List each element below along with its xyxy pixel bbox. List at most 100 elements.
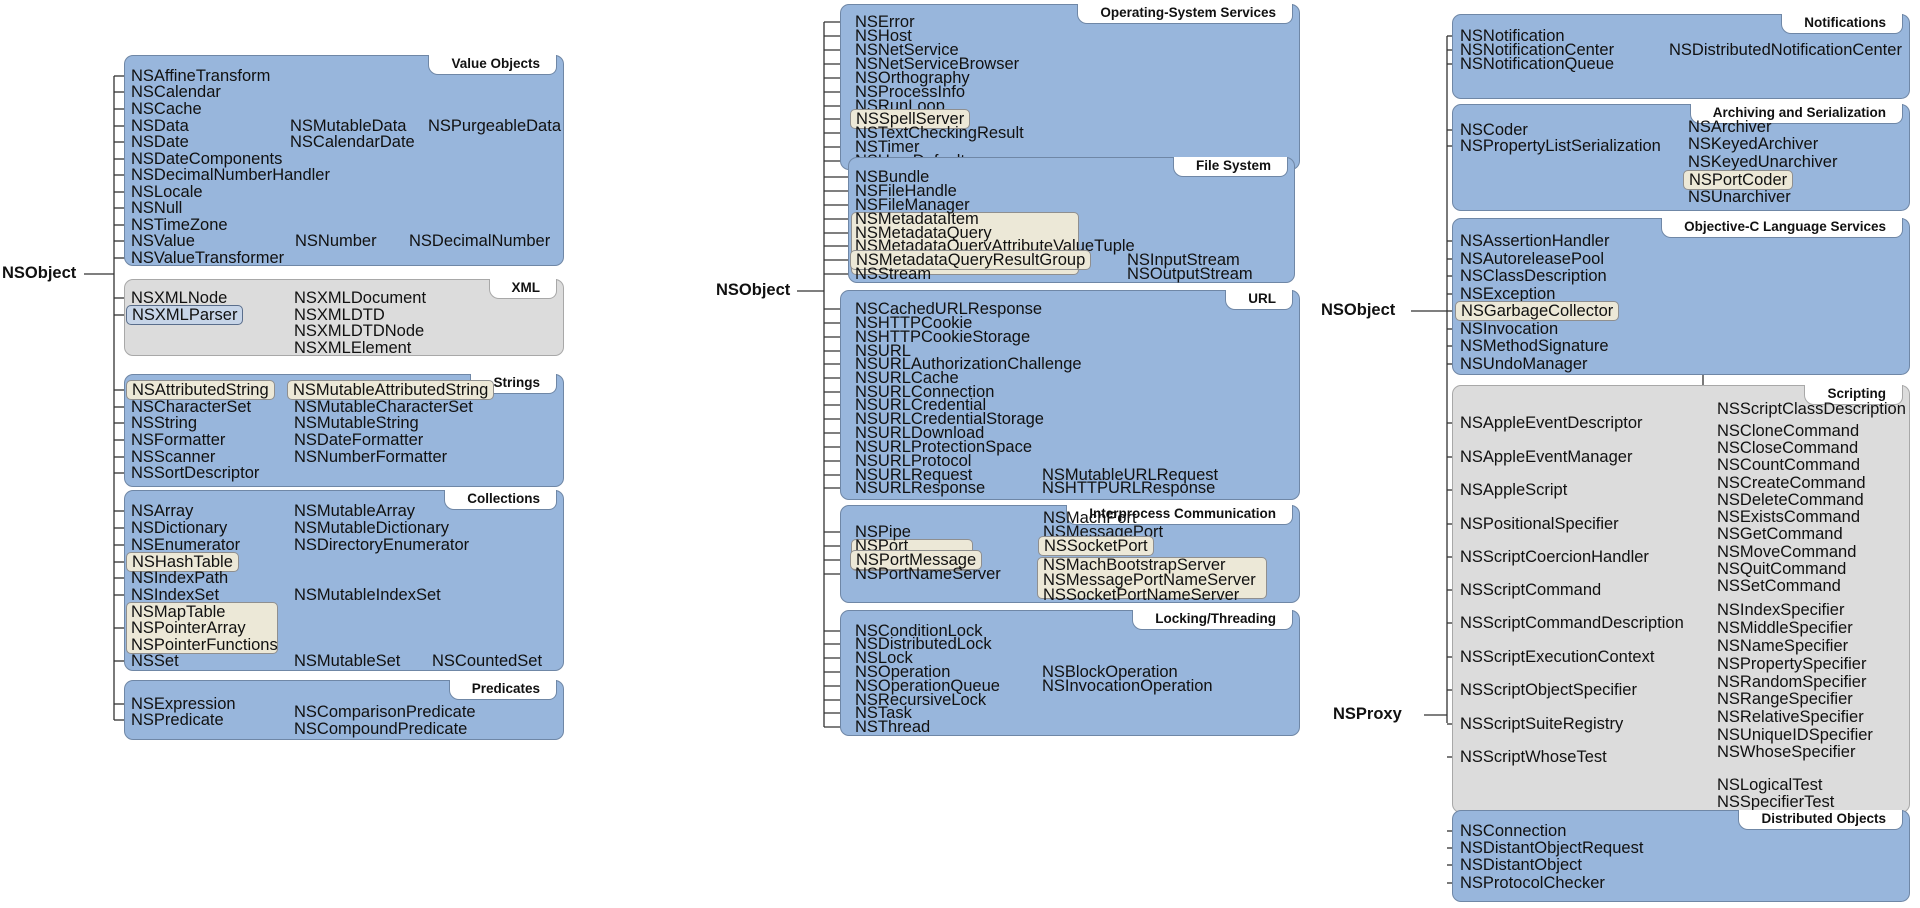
class-label: NSPortNameServer [855, 565, 1001, 583]
class-label: NSData [131, 117, 189, 135]
class-label: NSURLAuthorizationChallenge [855, 355, 1082, 373]
nsobject-root: NSObject [1321, 301, 1396, 319]
class-label: NSPropertyListSerialization [1460, 137, 1661, 155]
class-label: NSFileManager [855, 196, 970, 214]
class-label: NSThread [855, 718, 931, 736]
class-label: NSUniqueIDSpecifier [1717, 726, 1873, 744]
class-label: NSRecursiveLock [855, 691, 987, 709]
class-label: NSPortCoder [1683, 170, 1794, 190]
class-label: NSScanner [131, 448, 216, 466]
class-label: NSURL [855, 342, 911, 360]
highlight-group [126, 602, 278, 654]
class-label: NSDateFormatter [294, 431, 424, 449]
class-label: NSMetadataQuery [855, 224, 992, 242]
class-label: NSURLConnection [855, 383, 995, 401]
class-label: NSDecimalNumberHandler [131, 166, 330, 184]
class-label: NSCreateCommand [1717, 474, 1866, 492]
class-label: NSMutableDictionary [294, 519, 449, 537]
class-label: NSIndexSpecifier [1717, 601, 1845, 619]
class-label: NSScriptWhoseTest [1460, 748, 1607, 766]
class-label: NSNotificationCenter [1460, 41, 1615, 59]
class-label: NSSpecifierTest [1717, 793, 1835, 811]
class-label: NSMetadataQueryResultGroup [850, 250, 1092, 270]
group-title: URL [1225, 290, 1293, 310]
class-label: NSQuitCommand [1717, 560, 1847, 578]
class-label: NSCompoundPredicate [294, 720, 468, 738]
class-label: NSPurgeableData [428, 117, 561, 135]
class-label: NSStream [855, 265, 932, 283]
class-label: NSException [1460, 285, 1556, 303]
group-distributed: Distributed Objects [1452, 810, 1910, 902]
class-label: NSExistsCommand [1717, 508, 1861, 526]
class-label: NSKeyedUnarchiver [1688, 153, 1838, 171]
class-label: NSCloneCommand [1717, 422, 1860, 440]
class-label: NSHTTPCookieStorage [855, 328, 1031, 346]
class-label: NSMutableCharacterSet [294, 398, 473, 416]
group-title: Archiving and Serialization [1689, 104, 1903, 124]
class-label: NSPointerArray [131, 619, 246, 637]
class-label: NSAppleEventDescriptor [1460, 414, 1643, 432]
class-label: NSOperation [855, 663, 951, 681]
class-label: NSPortMessage [850, 550, 983, 570]
class-label: NSCoder [1460, 121, 1528, 139]
class-label: NSArray [131, 502, 194, 520]
class-label: NSDate [131, 133, 189, 151]
class-label: NSTimer [855, 138, 920, 156]
class-label: NSSpellServer [850, 109, 971, 129]
class-label: NSDistributedLock [855, 635, 992, 653]
class-label: NSArchiver [1688, 118, 1772, 136]
class-label: NSValueTransformer [131, 249, 285, 267]
nsobject-root: NSObject [716, 281, 791, 299]
class-label: NSHTTPCookie [855, 314, 973, 332]
class-label: NSGetCommand [1717, 525, 1843, 543]
class-label: NSDeleteCommand [1717, 491, 1864, 509]
class-label: NSURLDownload [855, 424, 985, 442]
class-label: NSMiddleSpecifier [1717, 619, 1853, 637]
class-label: NSProtocolChecker [1460, 874, 1605, 892]
class-label: NSMutableSet [294, 652, 401, 670]
class-label: NSCountedSet [432, 652, 543, 670]
class-label: NSSet [131, 652, 179, 670]
group-title: Objective-C Language Services [1661, 218, 1903, 238]
group-title: Collections [444, 490, 557, 510]
group-title: Scripting [1804, 385, 1903, 405]
group-scripting: Scripting [1452, 385, 1910, 813]
class-label: NSInputStream [1127, 251, 1240, 269]
class-label: NSIndexSet [131, 586, 220, 604]
class-label: NSOperationQueue [855, 677, 1000, 695]
class-label: NSMutableURLRequest [1042, 466, 1219, 484]
class-label: NSUnarchiver [1688, 188, 1791, 206]
class-label: NSInvocationOperation [1042, 677, 1213, 695]
class-label: NSTask [855, 704, 912, 722]
class-label: NSLogicalTest [1717, 776, 1823, 794]
class-label: NSScriptCommandDescription [1460, 614, 1684, 632]
class-label: NSScriptCommand [1460, 581, 1602, 599]
class-label: NSMutableIndexSet [294, 586, 441, 604]
class-label: NSProcessInfo [855, 83, 966, 101]
class-label: NSAutoreleasePool [1460, 250, 1605, 268]
class-label: NSNumberFormatter [294, 448, 448, 466]
class-label: NSScriptSuiteRegistry [1460, 715, 1624, 733]
class-label: NSInvocation [1460, 320, 1559, 338]
class-label: NSExpression [131, 695, 236, 713]
class-label: NSURLCredential [855, 396, 987, 414]
class-label: NSLocale [131, 183, 203, 201]
class-label: NSURLRequest [855, 466, 973, 484]
class-label: NSRandomSpecifier [1717, 673, 1867, 691]
class-label: NSNetService [855, 41, 959, 59]
class-label: NSURLProtectionSpace [855, 438, 1033, 456]
class-label: NSNull [131, 199, 183, 217]
class-label: NSXMLElement [294, 339, 412, 357]
nsobject-root: NSObject [2, 264, 77, 282]
class-label: NSCache [131, 100, 202, 118]
class-label: NSMethodSignature [1460, 337, 1609, 355]
group-title: File System [1172, 157, 1288, 177]
group-predicates: Predicates [124, 680, 564, 740]
class-label: NSBlockOperation [1042, 663, 1178, 681]
class-label: NSConditionLock [855, 622, 983, 640]
class-label: NSMapTable [131, 603, 226, 621]
class-label: NSTimeZone [131, 216, 228, 234]
class-label: NSFormatter [131, 431, 226, 449]
class-label: NSClassDescription [1460, 267, 1607, 285]
